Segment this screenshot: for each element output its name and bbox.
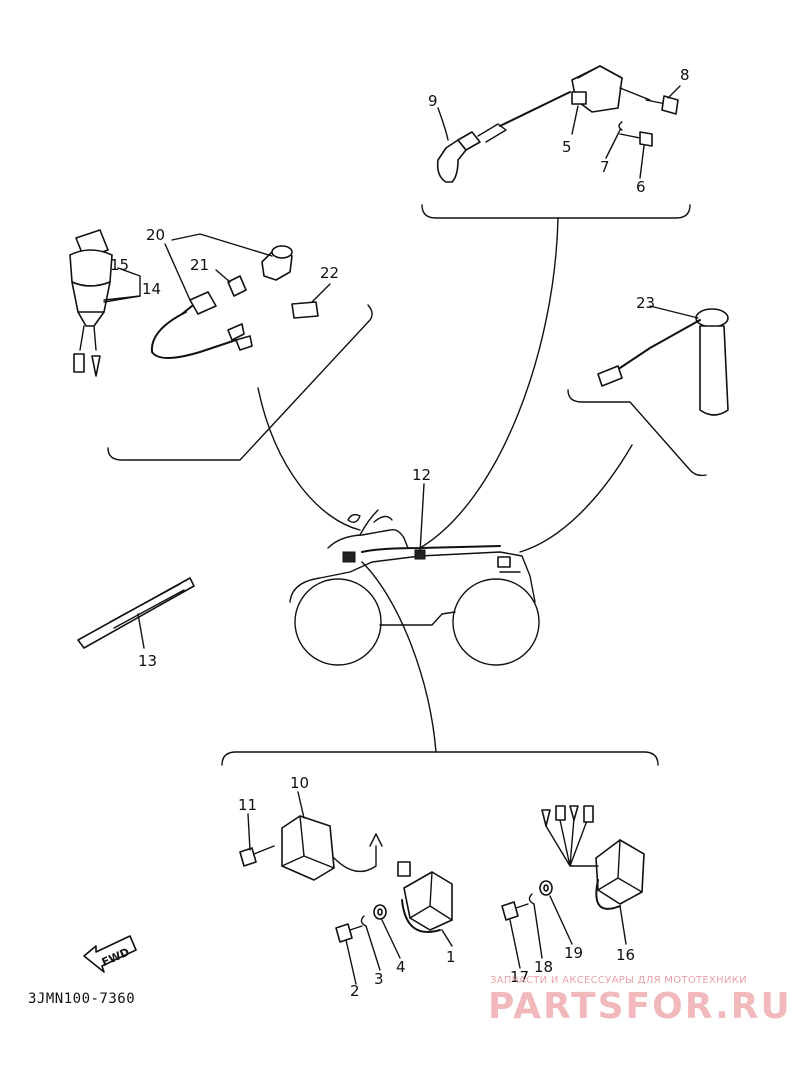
screw-2 (335, 923, 363, 943)
spark-plug-cap-cable (436, 91, 571, 183)
cdi-unit-10 (281, 815, 383, 881)
callout-21: 21 (190, 256, 209, 274)
callout-1: 1 (446, 948, 456, 966)
leader-top-group (419, 217, 559, 549)
callout-14: 14 (142, 280, 161, 298)
watermark-tagline: ЗАПЧАСТИ И АКСЕССУАРЫ ДЛЯ МОТОТЕХНИКИ (490, 975, 747, 986)
main-switch (69, 229, 113, 377)
washer-19 (539, 880, 553, 896)
callout-3: 3 (374, 970, 384, 988)
callout-11: 11 (238, 796, 257, 814)
bolt-8 (645, 95, 679, 115)
label-22 (291, 301, 319, 319)
bracket-bottom-group (221, 751, 659, 766)
forward-arrow: FWD (83, 935, 137, 973)
elbow-cap-20 (261, 245, 293, 281)
callout-20: 20 (146, 226, 165, 244)
screw-17 (501, 901, 529, 921)
ignition-coil-1 (397, 861, 453, 933)
watermark-brand: PARTSFOR.RU (488, 986, 792, 1027)
washer-4 (373, 904, 387, 920)
callout-10: 10 (290, 774, 309, 792)
throttle-grip (597, 308, 729, 416)
callout-22: 22 (320, 264, 339, 282)
callout-7: 7 (600, 158, 610, 176)
bolt-6 (619, 131, 653, 147)
leader-right-group (519, 444, 633, 553)
callout-15: 15 (110, 256, 129, 274)
callout-4: 4 (396, 958, 406, 976)
bracket-top-group (421, 204, 691, 219)
bracket-left-group (107, 304, 373, 461)
atv-silhouette (289, 509, 540, 666)
cap-21 (227, 275, 247, 297)
leader-bottom-group (361, 561, 437, 753)
callout-8: 8 (680, 66, 690, 84)
callout-9: 9 (428, 92, 438, 110)
callout-19: 19 (564, 944, 583, 962)
callout-6: 6 (636, 178, 646, 196)
bolt-11 (239, 845, 275, 867)
wire-lead-20 (150, 291, 253, 359)
callout-12: 12 (412, 466, 431, 484)
callout-17: 17 (510, 968, 529, 986)
callout-16: 16 (616, 946, 635, 964)
clip-7 (618, 121, 623, 131)
callout-18: 18 (534, 958, 553, 976)
callout-5: 5 (562, 138, 572, 156)
callout-leaders (103, 85, 699, 985)
callout-numbers: 1 2 3 4 5 6 7 8 9 10 11 12 13 14 15 16 1… (110, 66, 690, 1000)
cable-band-13 (77, 577, 195, 649)
ignition-coil-top (571, 65, 651, 113)
bracket-right-group (567, 389, 707, 477)
cdi-unit-16 (541, 805, 645, 910)
washer-18 (528, 893, 535, 905)
callout-23: 23 (636, 294, 655, 312)
callout-2: 2 (350, 982, 360, 1000)
diagram-code: 3JMN100-7360 (28, 991, 136, 1007)
leader-left-group (257, 387, 361, 531)
washer-3 (360, 915, 367, 927)
callout-13: 13 (138, 652, 157, 670)
